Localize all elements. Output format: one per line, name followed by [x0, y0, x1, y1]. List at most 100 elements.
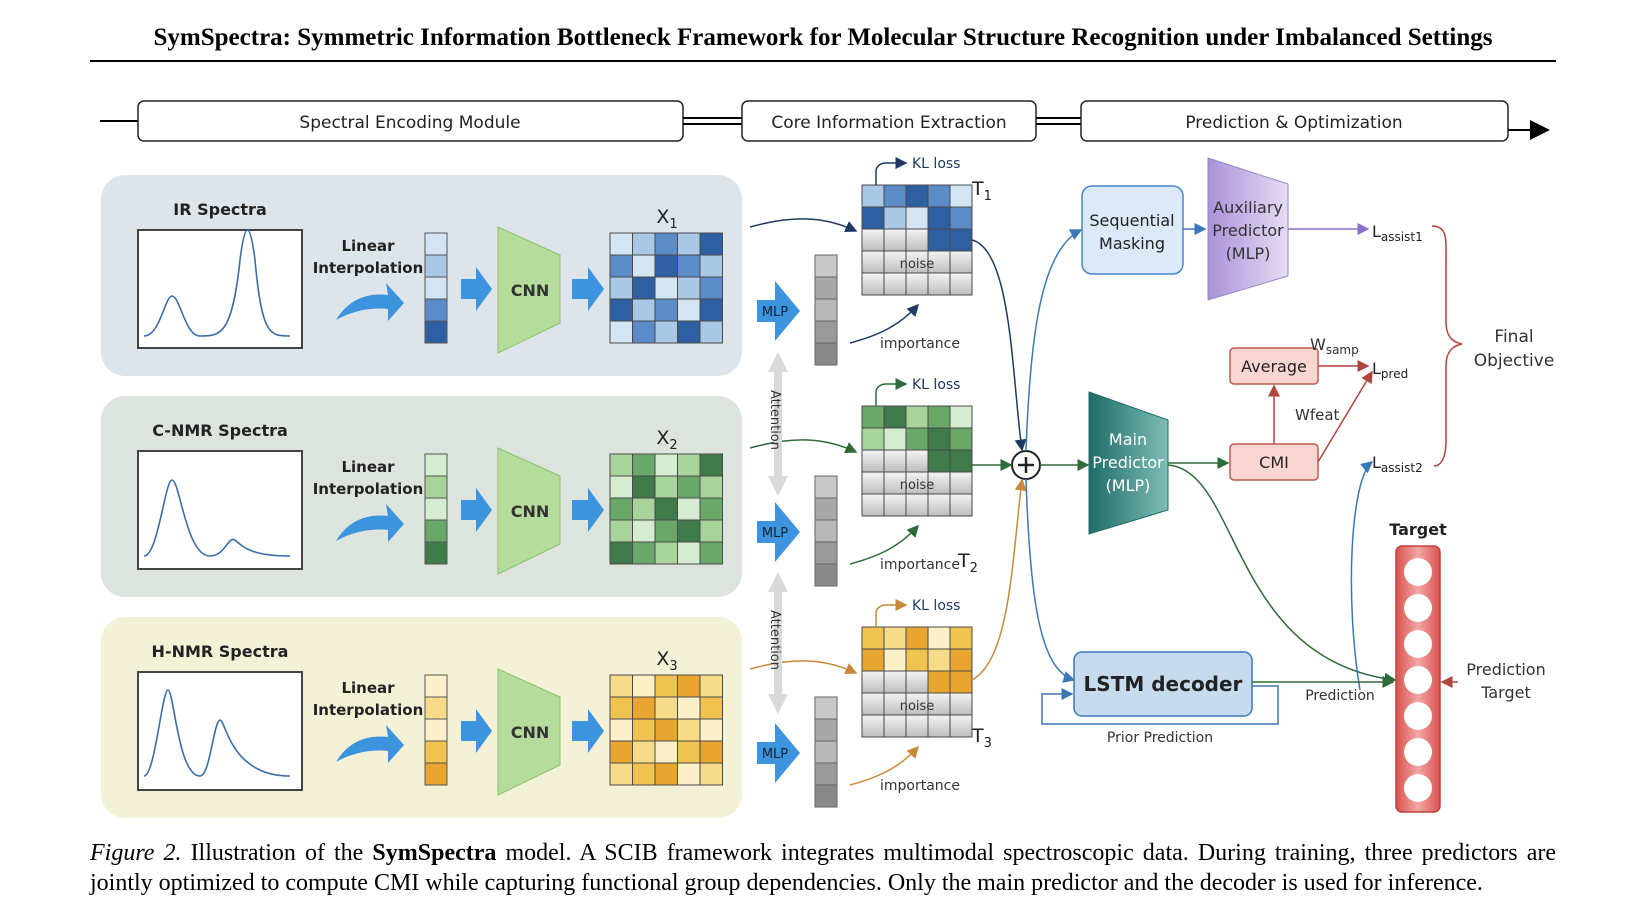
matrix-cell — [677, 519, 701, 543]
matrix-cell — [632, 276, 656, 300]
t-cell — [861, 449, 885, 473]
t-cell — [861, 405, 885, 429]
matrix-cell — [654, 475, 678, 499]
t-cell — [883, 184, 907, 208]
matrix-cell — [654, 320, 678, 344]
matrix-x-3 — [609, 674, 723, 786]
lstm-label: LSTM decoder — [1084, 672, 1243, 696]
t-cell — [905, 206, 929, 230]
noise-label-3: noise — [900, 699, 935, 714]
to-matrix-arrow-3 — [572, 709, 604, 753]
prediction-label: Prediction — [1305, 688, 1375, 704]
t-cell — [861, 184, 885, 208]
prior-loop — [1041, 685, 1279, 725]
t-cell — [883, 206, 907, 230]
caption-model: SymSpectra — [372, 840, 497, 866]
main-line2: Predictor — [1092, 453, 1164, 472]
matrix-cell — [609, 320, 633, 344]
matrix-cell — [609, 718, 633, 742]
matrix-cell — [609, 276, 633, 300]
t-cell — [905, 427, 929, 451]
t-label-1: T1 — [971, 178, 992, 204]
t-cell — [949, 626, 973, 650]
importance-arrow-3 — [849, 745, 920, 786]
t-cell — [949, 272, 973, 296]
importance-label-1: importance — [880, 336, 960, 352]
embedding-cell — [814, 541, 838, 565]
x-to-t-arrow-3 — [749, 660, 858, 675]
interp-arrow-2 — [336, 504, 404, 542]
matrix-cell — [677, 762, 701, 786]
cnn-block-3 — [497, 668, 561, 796]
kl-loss-label-3: KL loss — [912, 598, 960, 614]
t-cell — [927, 427, 951, 451]
t-cell — [883, 626, 907, 650]
kl-loss-label-2: KL loss — [912, 377, 960, 393]
importance-arrow-2 — [849, 524, 920, 565]
cmi-to-lpred — [1317, 370, 1373, 463]
vector-cell — [424, 674, 448, 698]
t-cell — [949, 670, 973, 694]
matrix-cell — [699, 232, 723, 256]
main-line1: Main — [1109, 430, 1147, 449]
t-cell — [905, 493, 929, 517]
matrix-cell — [699, 674, 723, 698]
main-to-target — [1167, 464, 1397, 685]
matrix-cell — [699, 740, 723, 764]
vector-cell — [424, 232, 448, 256]
t-cell — [861, 648, 885, 672]
embedding-cell — [814, 519, 838, 543]
matrix-t-1 — [861, 184, 973, 296]
attention-arrow-2: Attention — [767, 572, 788, 714]
vector-cell — [424, 541, 448, 565]
t-cell — [861, 493, 885, 517]
t-label-3: T3 — [971, 725, 992, 751]
interp-arrow-3 — [336, 725, 404, 763]
final-line2: Objective — [1474, 351, 1555, 371]
cnn-label-2: CNN — [511, 502, 550, 521]
matrix-cell — [609, 298, 633, 322]
attention-label-2: Attention — [767, 610, 782, 670]
matrix-cell — [677, 497, 701, 521]
mlp-label-3: MLP — [762, 747, 788, 762]
t-cell — [905, 449, 929, 473]
matrix-cell — [632, 320, 656, 344]
matrix-cell — [654, 497, 678, 521]
matrix-cell — [609, 453, 633, 477]
t-cell — [883, 648, 907, 672]
matrix-cell — [632, 762, 656, 786]
matrix-cell — [632, 497, 656, 521]
matrix-cell — [699, 718, 723, 742]
t-cell — [927, 405, 951, 429]
matrix-cell — [632, 232, 656, 256]
matrix-cell — [632, 254, 656, 278]
t-cell — [905, 714, 929, 738]
matrix-cell — [654, 232, 678, 256]
linear-label-1: Linear — [341, 237, 395, 255]
mlp-arrow-2 — [757, 502, 800, 562]
matrix-cell — [632, 298, 656, 322]
average-label: Average — [1241, 357, 1307, 376]
cmi-label: CMI — [1259, 453, 1289, 472]
target-slot — [1404, 738, 1432, 766]
embedding-cell — [814, 718, 838, 742]
matrix-cell — [654, 276, 678, 300]
matrix-t-3 — [861, 626, 973, 738]
pred-target-line2: Target — [1480, 683, 1531, 702]
t-cell — [861, 206, 885, 230]
caption-text: model. A SCIB framework integrates multi… — [90, 840, 1556, 896]
matrix-cell — [654, 519, 678, 543]
t-cell — [949, 692, 973, 716]
branch-3: H-NMR SpectraLinearInterpolationCNNX3MLP… — [137, 598, 992, 808]
cnn-label-3: CNN — [511, 723, 550, 742]
embedding-cell — [814, 696, 838, 720]
stage-encoding-label: Spectral Encoding Module — [299, 113, 520, 133]
t-cell — [861, 626, 885, 650]
t-cell — [949, 427, 973, 451]
matrix-cell — [609, 254, 633, 278]
matrix-cell — [677, 320, 701, 344]
t-cell — [927, 493, 951, 517]
spectrum-curve-2 — [143, 479, 291, 557]
to-cnn-arrow-2 — [461, 488, 492, 532]
